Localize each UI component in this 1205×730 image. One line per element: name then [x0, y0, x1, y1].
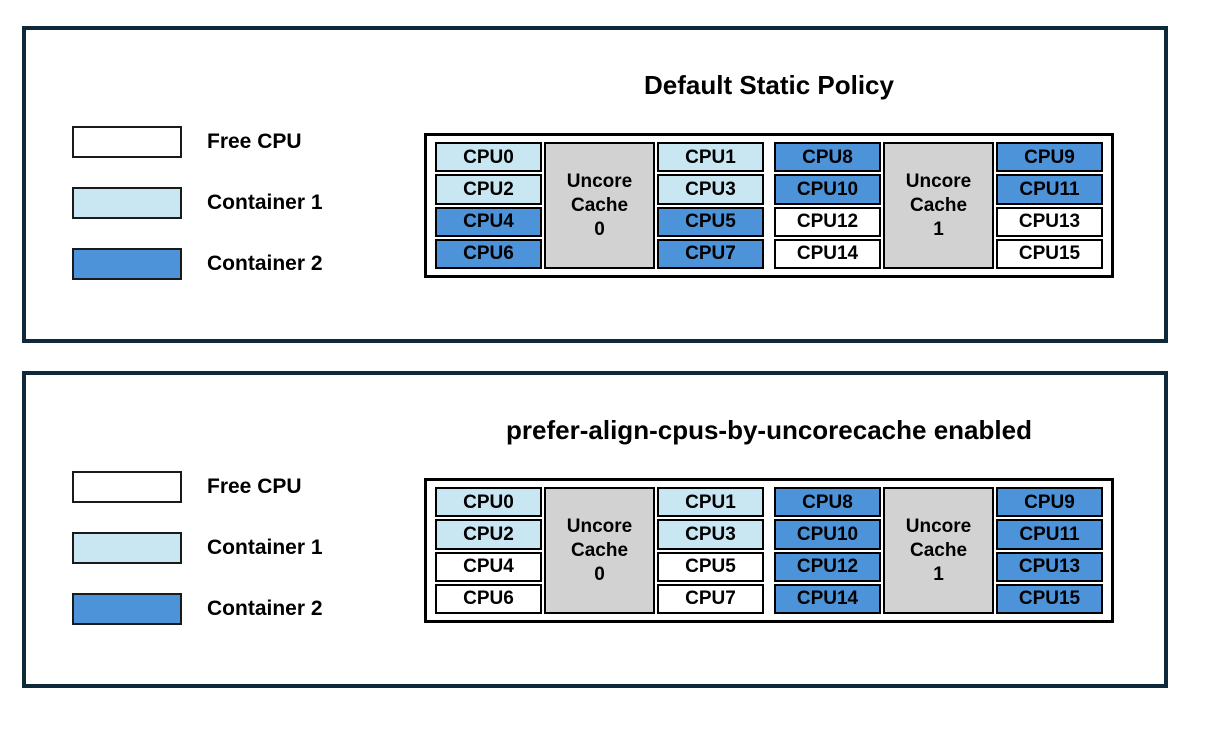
uncore-group-1: CPU8 CPU10 CPU12 CPU14 Uncore Cache 1 CP…: [774, 142, 1103, 269]
uncore-cache-box: Uncore Cache 1: [883, 142, 994, 269]
legend-label: Container 1: [207, 536, 323, 559]
cpu-cell: CPU11: [996, 519, 1103, 550]
cpu-column: CPU9 CPU11 CPU13 CPU15: [996, 142, 1103, 269]
cpu-cell: CPU1: [657, 142, 764, 173]
uncore-cache-line: Cache: [909, 194, 968, 216]
uncore-cache-box: Uncore Cache 1: [883, 487, 994, 614]
uncore-cache-line: Uncore: [566, 170, 633, 192]
uncore-group-0: CPU0 CPU2 CPU4 CPU6 Uncore Cache 0 CPU1 …: [435, 142, 764, 269]
cpu-cell: CPU15: [996, 583, 1103, 614]
cpu-cell: CPU2: [435, 519, 542, 550]
cpu-cell: CPU9: [996, 487, 1103, 518]
uncore-cache-line: Uncore: [566, 515, 633, 537]
cpu-cell: CPU14: [774, 238, 881, 269]
legend-item-container-1: Container 1: [72, 532, 323, 564]
legend-swatch-container-1: [72, 532, 182, 564]
uncore-cache-line: 0: [594, 218, 605, 240]
cpu-column: CPU8 CPU10 CPU12 CPU14: [774, 487, 881, 614]
legend-item-free-cpu: Free CPU: [72, 126, 323, 158]
cpu-cell: CPU3: [657, 174, 764, 205]
cpu-cell: CPU10: [774, 174, 881, 205]
cpu-cell: CPU6: [435, 583, 542, 614]
cpu-cell: CPU4: [435, 206, 542, 237]
legend-label: Container 2: [207, 252, 323, 275]
cpu-column: CPU1 CPU3 CPU5 CPU7: [657, 487, 764, 614]
cpu-column: CPU1 CPU3 CPU5 CPU7: [657, 142, 764, 269]
uncore-cache-box: Uncore Cache 0: [544, 142, 655, 269]
uncore-cache-box: Uncore Cache 0: [544, 487, 655, 614]
panel-title: Default Static Policy: [644, 70, 894, 100]
uncore-cache-line: 0: [594, 563, 605, 585]
legend: Free CPU Container 1 Container 2: [72, 471, 323, 625]
cpu-cell: CPU5: [657, 551, 764, 582]
uncore-group-1: CPU8 CPU10 CPU12 CPU14 Uncore Cache 1 CP…: [774, 487, 1103, 614]
cpu-cell: CPU15: [996, 238, 1103, 269]
uncore-cache-line: Cache: [570, 194, 629, 216]
cpu-diagram: CPU0 CPU2 CPU4 CPU6 Uncore Cache 0 CPU1 …: [424, 133, 1114, 278]
cpu-cell: CPU13: [996, 206, 1103, 237]
cpu-cell: CPU8: [774, 142, 881, 173]
cpu-cell: CPU8: [774, 487, 881, 518]
legend-label: Container 2: [207, 597, 323, 620]
cpu-cell: CPU4: [435, 551, 542, 582]
uncore-cache-line: Uncore: [905, 515, 972, 537]
legend-swatch-container-2: [72, 248, 182, 280]
cpu-column: CPU0 CPU2 CPU4 CPU6: [435, 142, 542, 269]
cpu-cell: CPU13: [996, 551, 1103, 582]
cpu-column: CPU8 CPU10 CPU12 CPU14: [774, 142, 881, 269]
legend-swatch-free-cpu: [72, 126, 182, 158]
legend: Free CPU Container 1 Container 2: [72, 126, 323, 280]
legend-swatch-free-cpu: [72, 471, 182, 503]
cpu-cell: CPU14: [774, 583, 881, 614]
cpu-cell: CPU12: [774, 551, 881, 582]
cpu-cell: CPU0: [435, 142, 542, 173]
cpu-cell: CPU0: [435, 487, 542, 518]
legend-swatch-container-2: [72, 593, 182, 625]
cpu-cell: CPU2: [435, 174, 542, 205]
legend-item-container-1: Container 1: [72, 187, 323, 219]
cpu-cell: CPU1: [657, 487, 764, 518]
cpu-diagram: CPU0 CPU2 CPU4 CPU6 Uncore Cache 0 CPU1 …: [424, 478, 1114, 623]
uncore-cache-line: Uncore: [905, 170, 972, 192]
uncore-cache-line: Cache: [909, 539, 968, 561]
uncore-cache-line: Cache: [570, 539, 629, 561]
legend-item-container-2: Container 2: [72, 248, 323, 280]
legend-label: Container 1: [207, 191, 323, 214]
legend-label: Free CPU: [207, 475, 302, 498]
legend-item-container-2: Container 2: [72, 593, 323, 625]
cpu-cell: CPU5: [657, 206, 764, 237]
panel-default-static-policy: Default Static Policy Free CPU Container…: [22, 26, 1168, 343]
cpu-cell: CPU12: [774, 206, 881, 237]
cpu-cell: CPU9: [996, 142, 1103, 173]
uncore-group-0: CPU0 CPU2 CPU4 CPU6 Uncore Cache 0 CPU1 …: [435, 487, 764, 614]
legend-item-free-cpu: Free CPU: [72, 471, 323, 503]
cpu-column: CPU0 CPU2 CPU4 CPU6: [435, 487, 542, 614]
legend-swatch-container-1: [72, 187, 182, 219]
cpu-cell: CPU3: [657, 519, 764, 550]
cpu-cell: CPU11: [996, 174, 1103, 205]
panel-prefer-align-uncorecache: prefer-align-cpus-by-uncorecache enabled…: [22, 371, 1168, 688]
panel-title: prefer-align-cpus-by-uncorecache enabled: [506, 415, 1032, 445]
cpu-cell: CPU7: [657, 238, 764, 269]
cpu-cell: CPU10: [774, 519, 881, 550]
cpu-column: CPU9 CPU11 CPU13 CPU15: [996, 487, 1103, 614]
legend-label: Free CPU: [207, 130, 302, 153]
cpu-cell: CPU6: [435, 238, 542, 269]
uncore-cache-line: 1: [933, 563, 944, 585]
uncore-cache-line: 1: [933, 218, 944, 240]
cpu-cell: CPU7: [657, 583, 764, 614]
